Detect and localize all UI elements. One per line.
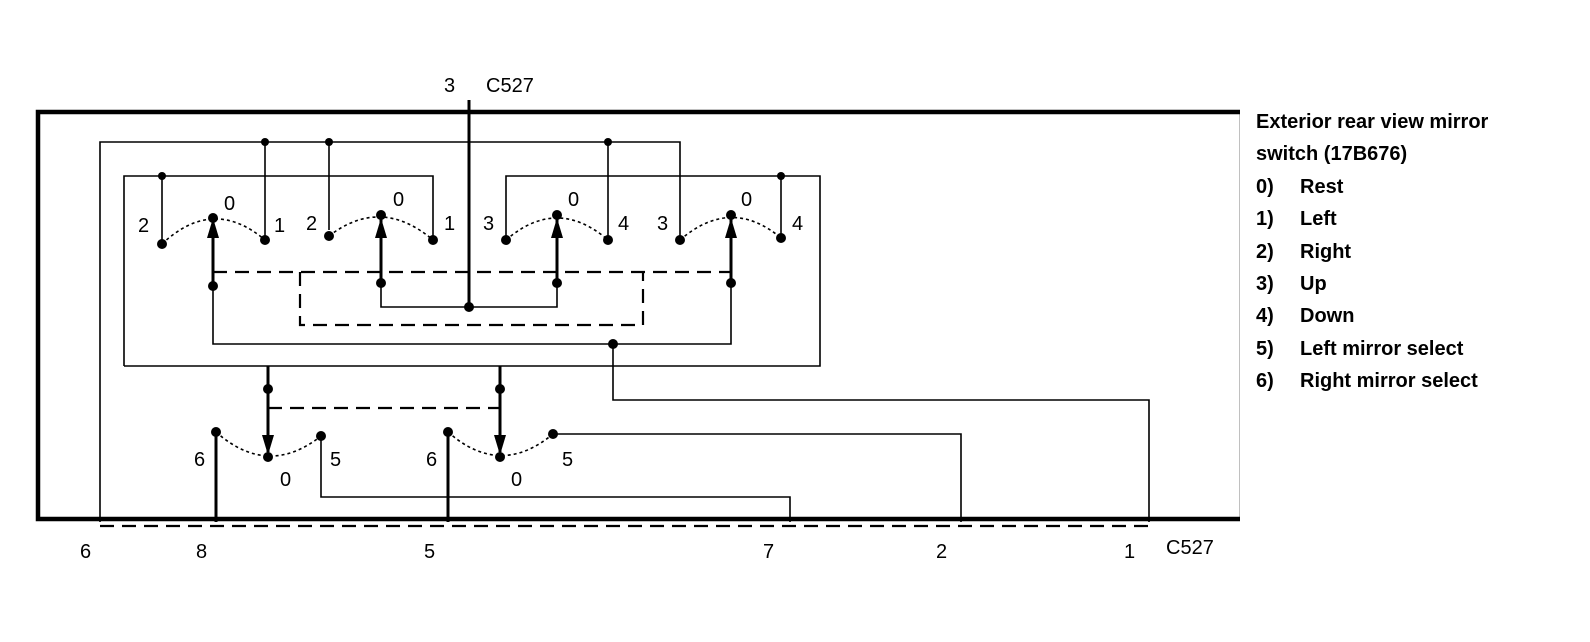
s2-right-label: 1 — [444, 213, 455, 235]
legend-item: 6) Right mirror select — [1256, 365, 1586, 397]
legend: Exterior rear view mirror switch (17B676… — [1256, 106, 1586, 398]
legend-item-label: Right — [1300, 240, 1352, 263]
legend-item: 2) Right — [1256, 236, 1586, 268]
legend-item-num: 3) — [1256, 273, 1274, 296]
legend-item: 5) Left mirror select — [1256, 333, 1586, 365]
legend-item: 1) Left — [1256, 203, 1586, 235]
s5-center-label: 0 — [280, 469, 291, 491]
s5-right-label: 5 — [330, 449, 341, 471]
wire-right-loop — [124, 175, 821, 367]
pin-label: 6 — [80, 541, 91, 563]
legend-item: 4) Down — [1256, 300, 1586, 332]
legend-item-label: Down — [1300, 305, 1355, 328]
pin-label: 5 — [424, 541, 435, 563]
s1-left-label: 2 — [138, 215, 149, 237]
legend-item-num: 4) — [1256, 305, 1274, 328]
bottom-connector-name: C527 — [1166, 537, 1214, 559]
junction-dots — [157, 138, 786, 462]
switch-1 — [161, 218, 266, 286]
pin-label: 1 — [1124, 541, 1135, 563]
pin-label: 8 — [196, 541, 207, 563]
s6-right-label: 5 — [562, 449, 573, 471]
s5-left-label: 6 — [194, 449, 205, 471]
legend-item-num: 5) — [1256, 337, 1274, 360]
top-connector-pin: 3 — [444, 75, 455, 97]
legend-item-label: Right mirror select — [1300, 370, 1478, 393]
legend-item-label: Up — [1300, 273, 1327, 296]
s3-left-label: 3 — [483, 213, 494, 235]
s6-left-label: 6 — [426, 449, 437, 471]
legend-item-label: Rest — [1300, 175, 1344, 198]
s4-center-label: 0 — [741, 189, 752, 211]
legend-item-label: Left mirror select — [1300, 337, 1464, 360]
top-connector-name: C527 — [486, 75, 534, 97]
s4-left-label: 3 — [657, 213, 668, 235]
switch-4 — [679, 216, 782, 283]
s3-right-label: 4 — [618, 213, 629, 235]
legend-item-num: 2) — [1256, 240, 1274, 263]
s4-right-label: 4 — [792, 213, 803, 235]
switch-housing — [35, 109, 1240, 522]
legend-item: 3) Up — [1256, 268, 1586, 300]
wire-pin6 — [99, 141, 681, 522]
legend-item: 0) Rest — [1256, 171, 1586, 203]
legend-title-line1: Exterior rear view mirror — [1256, 111, 1489, 133]
legend-item-label: Left — [1300, 208, 1337, 231]
s3-center-label: 0 — [568, 189, 579, 211]
wiring-diagram: 3 C527 2 0 1 2 0 1 3 0 4 3 0 4 6 0 5 6 0… — [35, 75, 1240, 563]
s1-right-label: 1 — [274, 215, 285, 237]
s2-left-label: 2 — [306, 213, 317, 235]
linkage-inner — [298, 272, 645, 327]
s6-center-label: 0 — [511, 469, 522, 491]
s2-center-label: 0 — [393, 189, 404, 211]
wire-inner-loop — [123, 175, 434, 366]
switch-3 — [505, 217, 609, 283]
pin-label: 2 — [936, 541, 947, 563]
legend-title-line2: switch (17B676) — [1256, 143, 1408, 166]
pin-label: 7 — [763, 541, 774, 563]
switch-5 — [215, 431, 322, 457]
switch-6 — [447, 431, 554, 457]
legend-item-num: 6) — [1256, 370, 1274, 393]
wire-common-a — [212, 283, 732, 345]
s1-center-label: 0 — [224, 193, 235, 215]
legend-item-num: 0) — [1256, 175, 1274, 198]
legend-item-num: 1) — [1256, 208, 1274, 231]
wire-pin2 — [553, 433, 962, 522]
wire-to-pin1 — [612, 344, 1150, 522]
wire-pin7 — [320, 436, 791, 522]
